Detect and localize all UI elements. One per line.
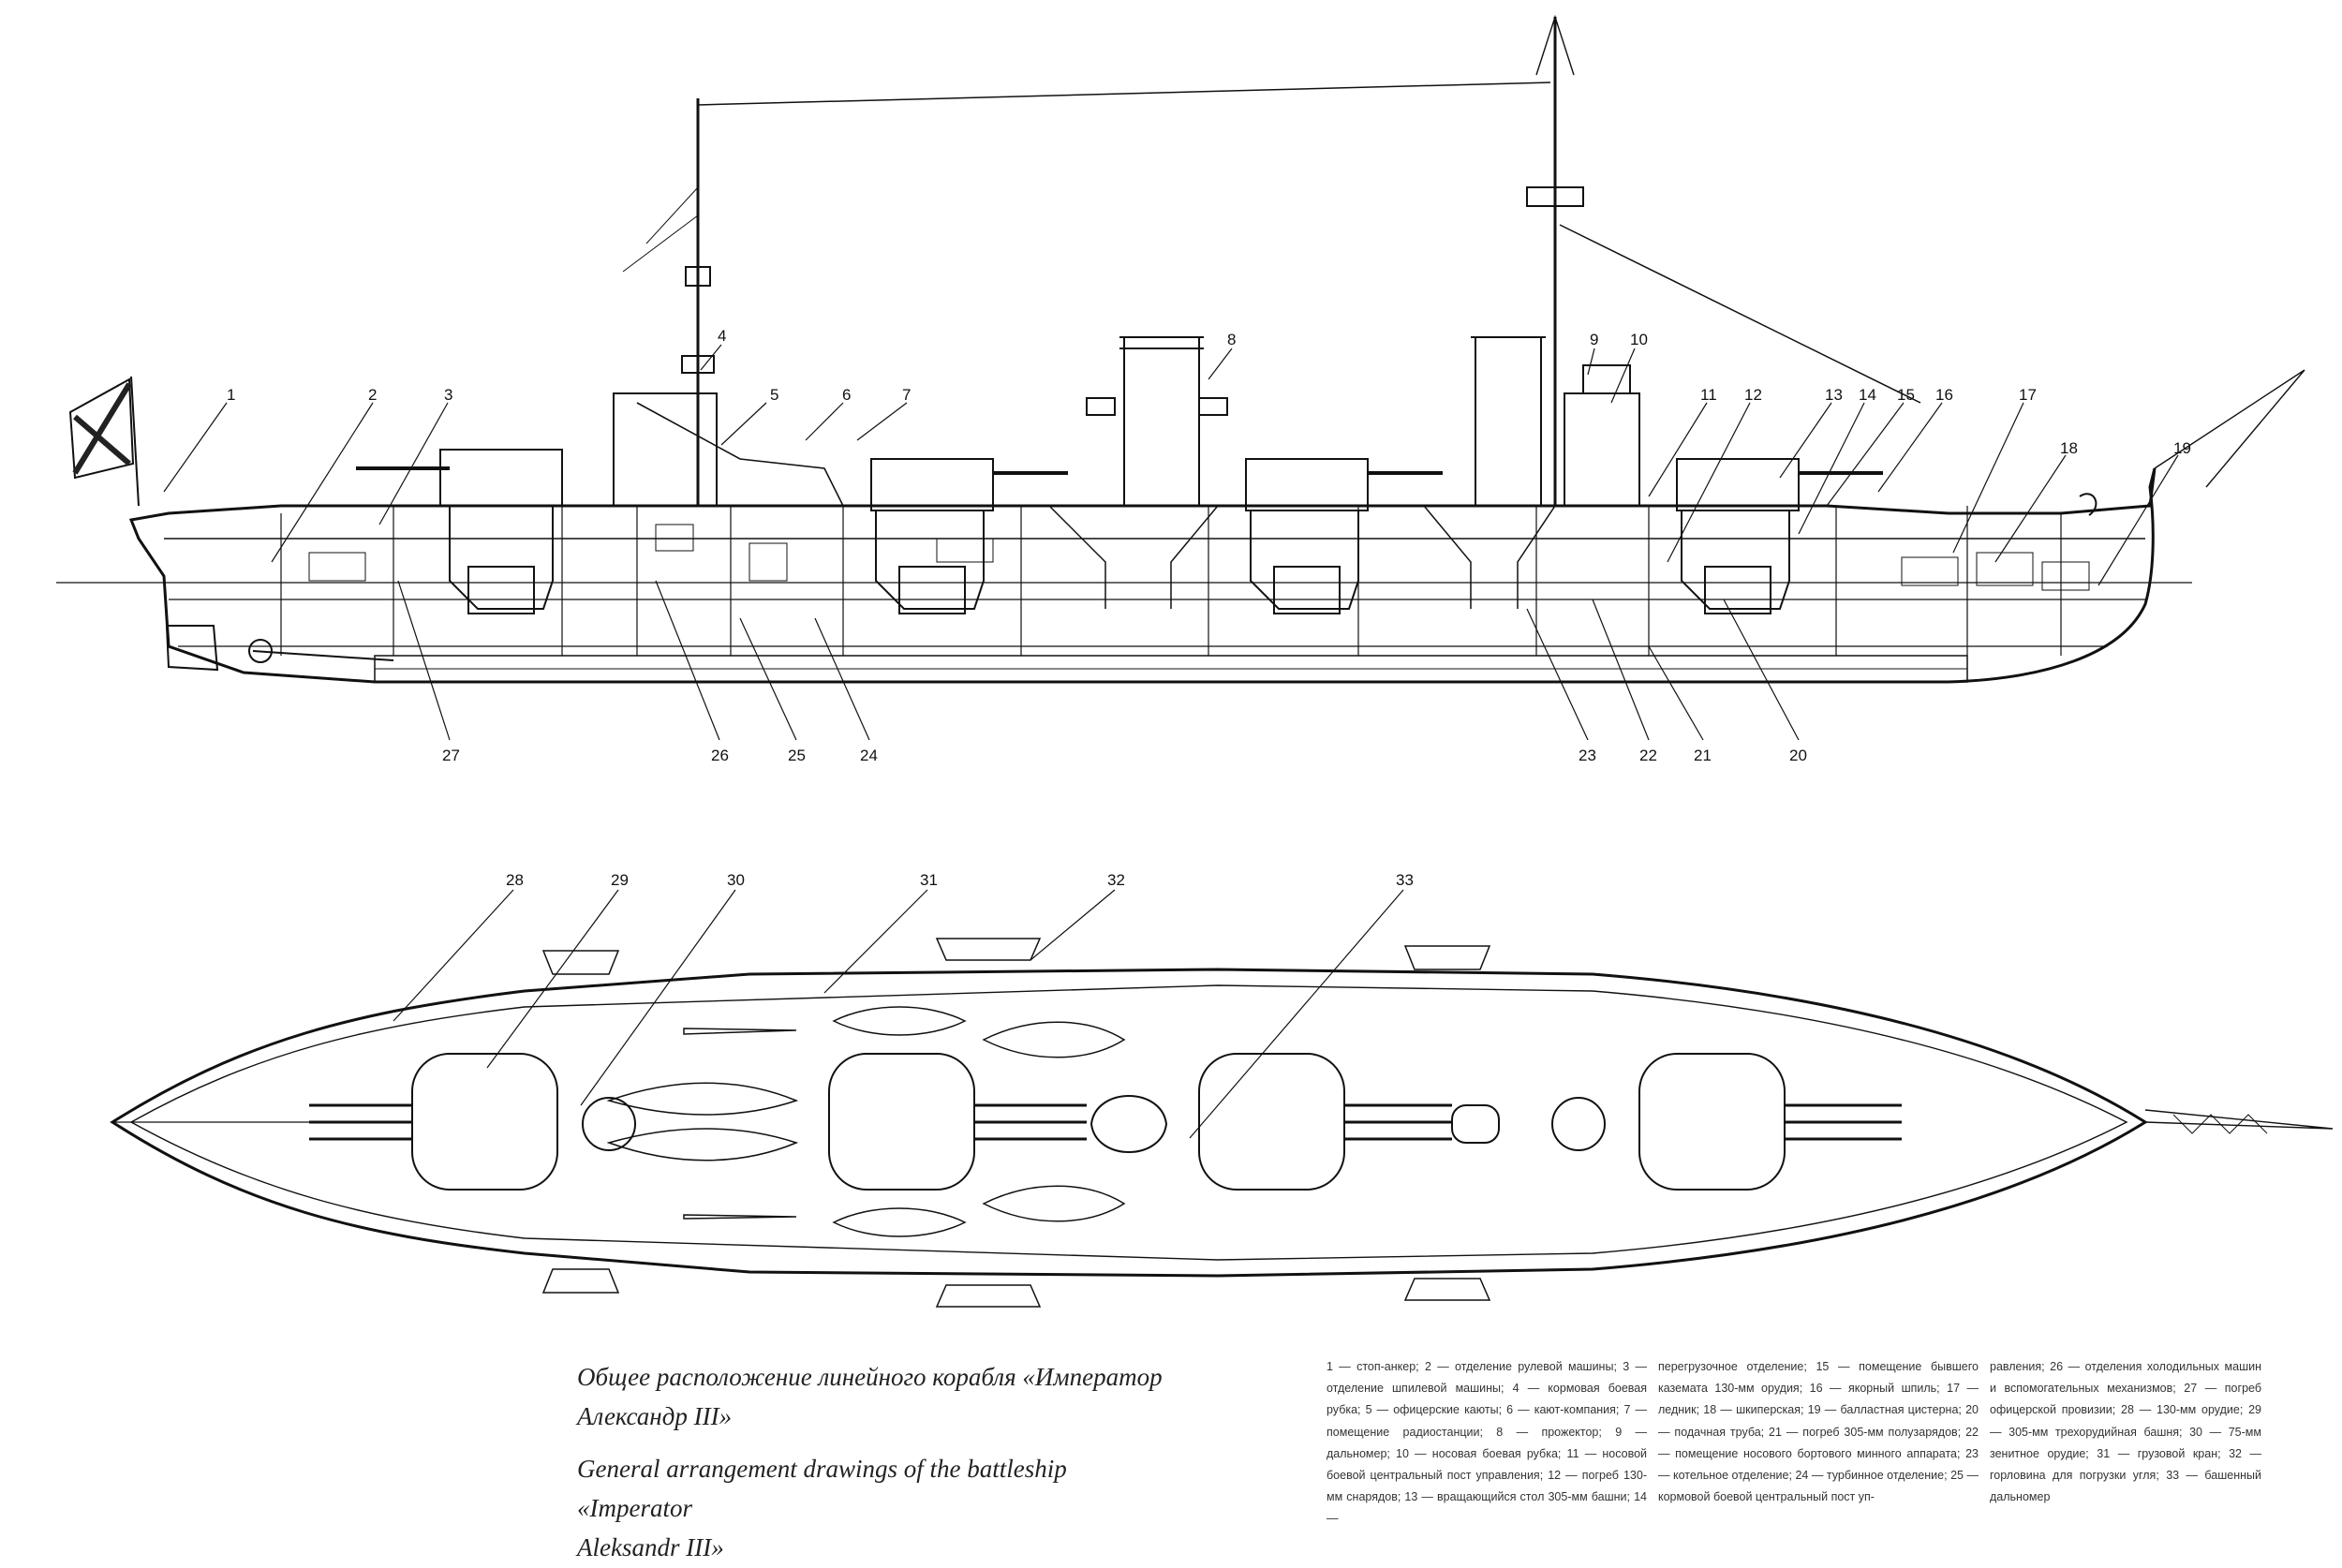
turret-side-3 [1245,458,1443,614]
legend-column-3: равления; 26 — отделения холодильных маш… [1990,1360,2261,1504]
funnel-plan [1089,1095,1168,1153]
hull-outline [128,467,2157,684]
callout-31: 31 [920,871,938,889]
callout-16: 16 [1935,386,1953,404]
turret-plan-fore [1638,1053,1902,1191]
callout-13: 13 [1825,386,1843,404]
aft-superstructure [613,392,718,507]
callout-29: 29 [611,871,629,889]
caption-ru-line-1: Общее расположение линейного корабля «Им… [577,1363,1163,1391]
rudder [165,625,219,672]
callout-3: 3 [444,386,452,404]
caption-english: General arrangement drawings of the batt… [577,1450,1177,1568]
legend-column-1: 1 — стоп-анкер; 2 — отделение рулевой ма… [1327,1360,1647,1526]
boats [606,1006,1126,1237]
callout-7: 7 [902,386,911,404]
callout-14: 14 [1859,386,1876,404]
callout-8: 8 [1227,331,1236,348]
callout-11: 11 [1700,386,1717,404]
callout-32: 32 [1107,871,1125,889]
turret-side-1 [356,449,563,614]
callout-22: 22 [1639,747,1657,764]
callout-20: 20 [1789,747,1807,764]
turret-plan-2 [828,1053,1087,1191]
callout-23: 23 [1579,747,1596,764]
caption-en-line-2: Aleksandr III» [577,1532,724,1561]
callout-18: 18 [2060,439,2078,457]
side-elevation-view [56,14,2305,684]
turret-plan-3 [1198,1053,1452,1191]
callout-9: 9 [1590,331,1598,348]
callout-33: 33 [1396,871,1414,889]
callout-28: 28 [506,871,524,889]
caption-ru-line-2: Александр III» [577,1401,733,1430]
funnel-fore [1423,336,1556,609]
callout-15: 15 [1897,386,1915,404]
turret-plan-aft [309,1053,558,1191]
callout-5: 5 [770,386,778,404]
funnel-aft [1048,336,1219,609]
caption-en-line-1: General arrangement drawings of the batt… [577,1455,1067,1522]
callout-10: 10 [1630,331,1648,348]
crane-fore [1551,1097,1606,1151]
callout-30: 30 [727,871,745,889]
callout-26: 26 [711,747,729,764]
callout-1: 1 [227,386,235,404]
callout-12: 12 [1744,386,1762,404]
callout-leaders [163,344,2179,1139]
callout-24: 24 [860,747,878,764]
turret-side-4 [1676,458,1883,614]
crane-aft [582,1097,636,1151]
callout-21: 21 [1694,747,1712,764]
callout-4: 4 [718,327,726,345]
callout-2: 2 [368,386,377,404]
callout-25: 25 [788,747,806,764]
caption-russian: Общее расположение линейного корабля «Им… [577,1358,1177,1437]
fore-superstructure [1564,392,1640,507]
legend-column-2: перегрузочное отделение; 15 — помещение … [1658,1360,1979,1504]
plan-view [110,938,2334,1308]
propeller [248,639,273,663]
ensign-flag [68,377,135,480]
callout-6: 6 [842,386,851,404]
turret-side-2 [870,458,1068,614]
callout-19: 19 [2173,439,2191,457]
callout-27: 27 [442,747,460,764]
callout-17: 17 [2019,386,2037,404]
